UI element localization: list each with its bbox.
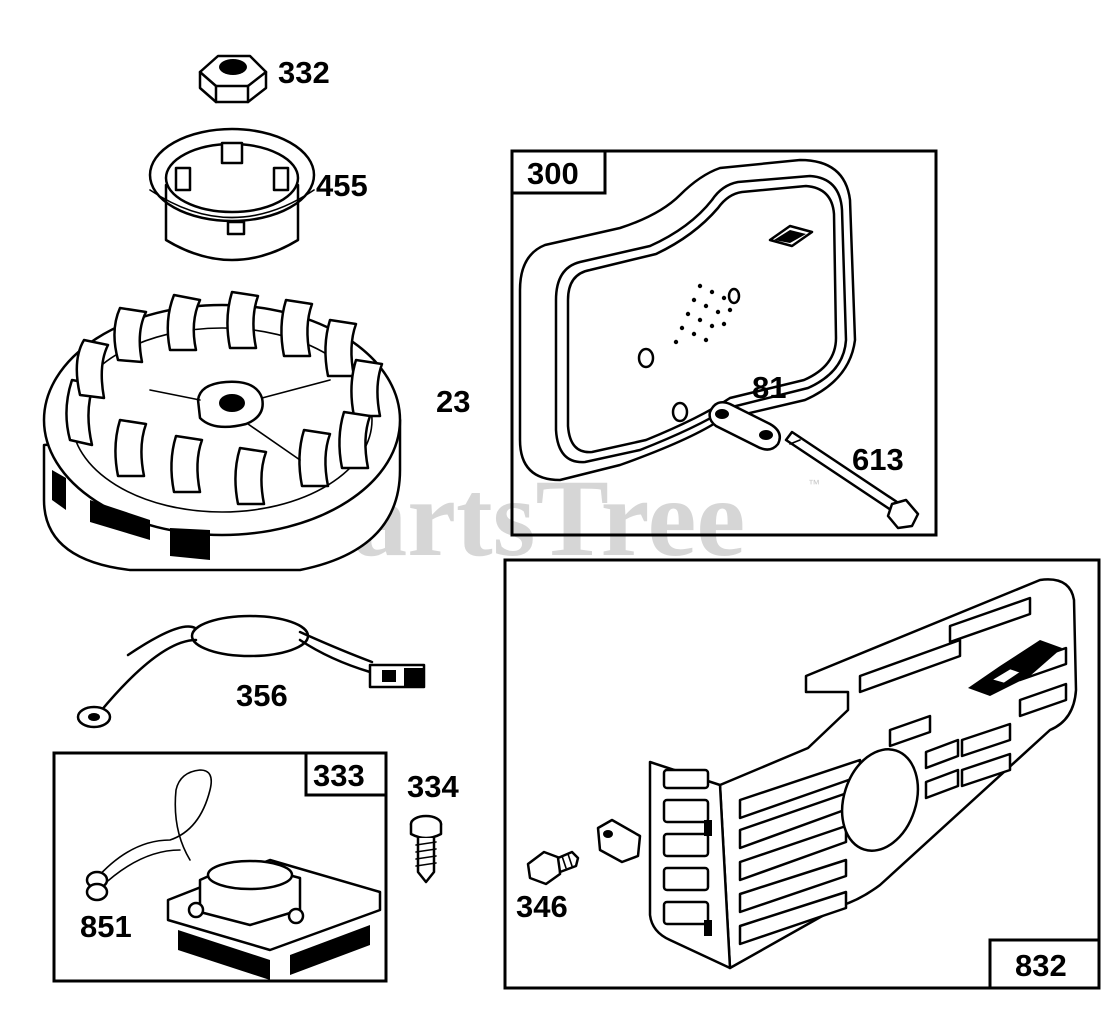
label-23: 23 [436,384,470,419]
muffler-illustration[interactable] [518,158,857,482]
label-81: 81 [752,370,786,405]
label-333: 333 [313,758,365,793]
label-851: 851 [80,909,132,944]
muffler-guard-tag [988,938,1101,990]
lock-plate-illustration[interactable] [708,401,781,451]
armature-screw-illustration[interactable] [409,814,443,884]
armature-illustration[interactable] [85,769,382,980]
label-613: 613 [852,442,904,477]
label-356: 356 [236,678,288,713]
label-346: 346 [516,889,568,924]
armature-kit-box [52,751,388,983]
muffler-kit-box [510,149,938,537]
flywheel-illustration[interactable] [42,290,402,572]
armature-kit-tag [304,751,388,797]
label-832: 832 [1015,948,1067,983]
muffler-bolt-illustration[interactable] [784,430,920,530]
starter-cup-illustration[interactable] [148,127,316,262]
label-334: 334 [407,769,459,804]
label-332: 332 [278,55,330,90]
muffler-kit-tag [510,149,607,195]
label-300: 300 [527,156,579,191]
guard-screw-illustration[interactable] [526,850,580,886]
hex-nut-illustration[interactable] [198,54,268,104]
muffler-guard-illustration[interactable] [596,578,1078,970]
label-455: 455 [316,168,368,203]
ground-wire-illustration[interactable] [76,614,426,729]
muffler-guard-box [503,558,1101,990]
watermark-trademark: ™ [808,477,820,491]
